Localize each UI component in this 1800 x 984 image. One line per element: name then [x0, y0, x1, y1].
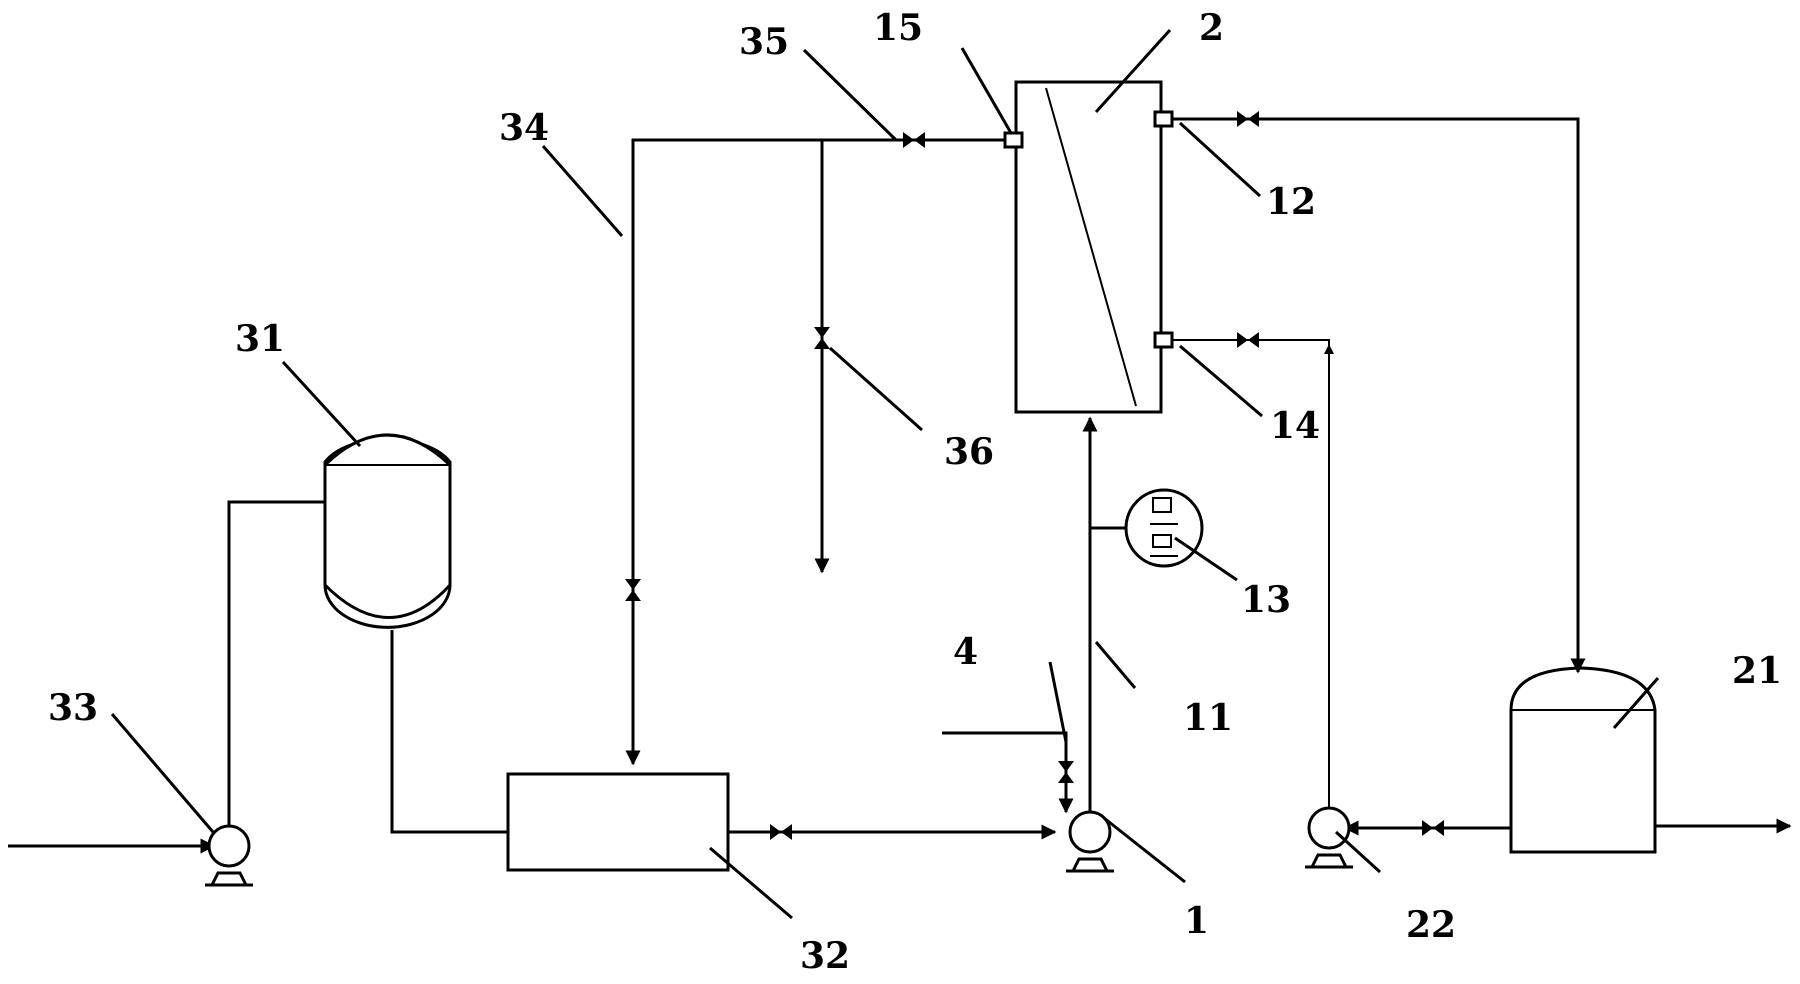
- valve-21-outlet: [1422, 820, 1444, 836]
- pressure-gauge-icon: [1124, 488, 1204, 568]
- pump-22: [1303, 806, 1355, 869]
- valve-14-line: [1237, 332, 1259, 348]
- pipework: [8, 117, 1792, 854]
- valve-4: [1058, 761, 1074, 783]
- port-15: [1003, 131, 1024, 149]
- storage-tank: [323, 433, 452, 629]
- port-12: [1153, 110, 1174, 128]
- valve-12-line: [1237, 111, 1259, 127]
- label-36: 36: [944, 431, 994, 473]
- label-4: 4: [953, 631, 978, 673]
- pump-33: [203, 824, 255, 887]
- mixing-tank: [506, 772, 730, 872]
- label-32: 32: [800, 935, 850, 977]
- label-33: 33: [48, 687, 98, 729]
- label-1: 1: [1184, 900, 1209, 942]
- label-22: 22: [1406, 904, 1456, 946]
- label-15: 15: [873, 7, 923, 49]
- label-21: 21: [1732, 650, 1782, 692]
- port-14: [1153, 331, 1174, 349]
- label-35: 35: [739, 21, 789, 63]
- label-14: 14: [1270, 405, 1320, 447]
- label-2: 2: [1199, 7, 1224, 49]
- label-12: 12: [1266, 181, 1316, 223]
- label-11: 11: [1183, 697, 1233, 739]
- membrane-module: [1003, 80, 1174, 414]
- valve-34: [625, 579, 641, 601]
- label-13: 13: [1241, 579, 1291, 621]
- valve-36: [814, 327, 830, 349]
- valve-35: [903, 132, 925, 148]
- membrane-sheet: [1045, 87, 1137, 407]
- label-31: 31: [235, 318, 285, 360]
- leader-lines: [110, 28, 1660, 920]
- product-tank: [1509, 666, 1657, 854]
- label-34: 34: [499, 107, 549, 149]
- valve-32-outlet: [770, 824, 792, 840]
- part-labels: 1 2 4 11 12 13 14 15 21 22 31 32 33 34 3…: [48, 7, 1782, 977]
